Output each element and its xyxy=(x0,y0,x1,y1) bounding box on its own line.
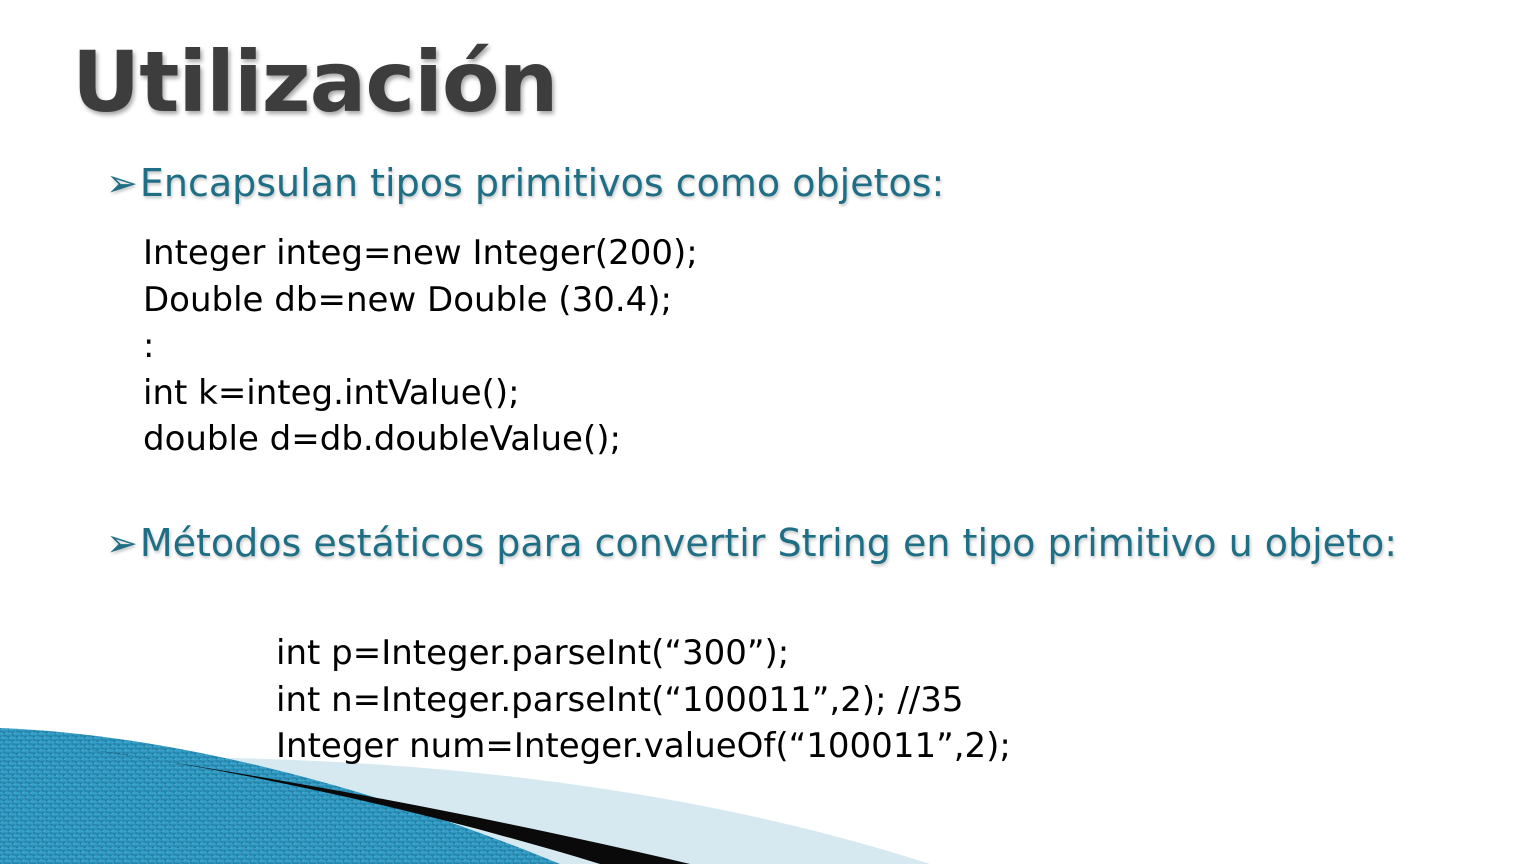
code-line: double d=db.doubleValue(); xyxy=(143,419,621,459)
code-line: int k=integ.intValue(); xyxy=(143,372,520,413)
code-block-parse: int p=Integer.parseInt(“300”); int n=Int… xyxy=(276,630,1011,770)
code-line: int p=Integer.parseInt(“300”); xyxy=(276,633,790,673)
slide-title: Utilización xyxy=(72,33,558,131)
code-line: Double db=new Double (30.4); xyxy=(143,279,672,320)
bullet-arrow-icon: ➢ xyxy=(106,521,138,565)
light-wave-shape xyxy=(0,757,930,864)
bullet-heading: Métodos estáticos para convertir String … xyxy=(139,521,1398,565)
code-line: Integer integ=new Integer(200); xyxy=(143,233,698,273)
bullet-arrow-icon: ➢ xyxy=(106,161,138,205)
code-block-wrappers: Integer integ=new Integer(200); Double d… xyxy=(143,230,698,463)
code-line: int n=Integer.parseInt(“100011”,2); //35 xyxy=(276,679,964,720)
code-line: : xyxy=(143,326,155,366)
bullet-heading: Encapsulan tipos primitivos como objetos… xyxy=(139,161,945,205)
code-line: Integer num=Integer.valueOf(“100011”,2); xyxy=(276,726,1011,766)
bullet-encapsulan: ➢Encapsulan tipos primitivos como objeto… xyxy=(106,158,1406,208)
bullet-metodos-estaticos: ➢Métodos estáticos para convertir String… xyxy=(106,518,1426,568)
